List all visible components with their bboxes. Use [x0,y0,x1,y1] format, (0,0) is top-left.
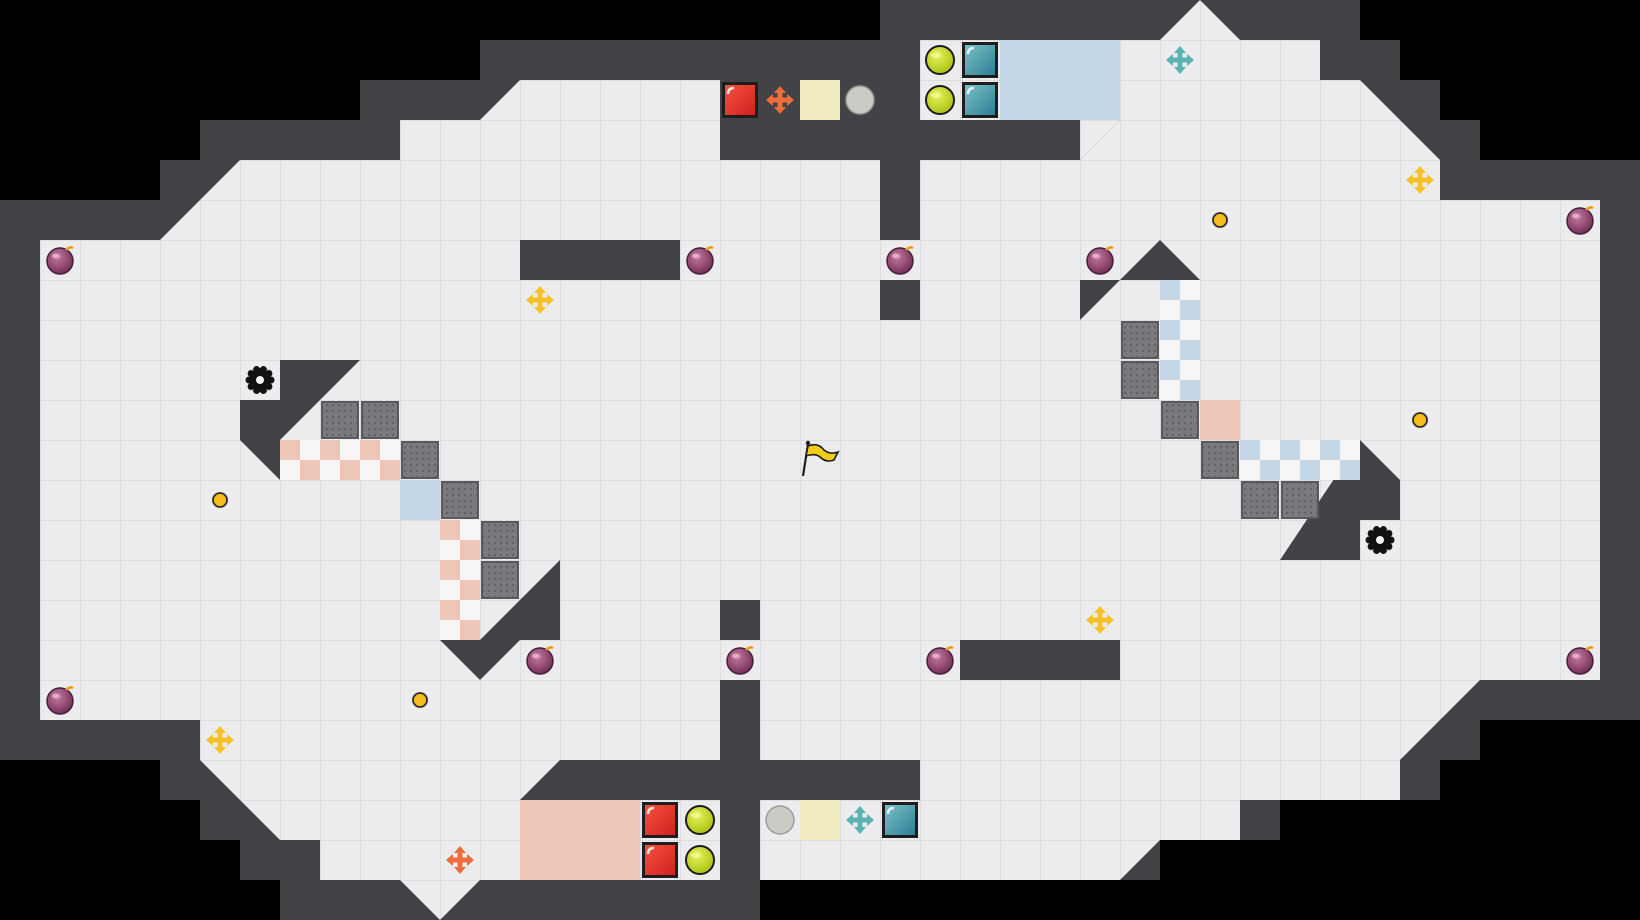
coin-icon[interactable] [212,492,228,508]
bomb-icon [926,646,954,675]
bomb-icon [46,246,74,275]
checker-peach-tile [440,560,480,600]
bomb-icon [886,246,914,275]
checker-peach-tile [320,440,360,480]
checker-blue-tile [1240,440,1280,480]
sawblade-gear-icon [245,366,275,394]
metal-block [401,441,439,479]
metal-block [1161,401,1199,439]
peach-tile [520,800,560,840]
yellow-tile [800,800,840,840]
coin-icon[interactable] [1212,212,1228,228]
checker-peach-tile [440,600,480,640]
yellow-tile [800,80,840,120]
grey-disc-icon [845,85,875,115]
peach-tile [560,800,600,840]
metal-block [1281,481,1319,519]
peach-tile [600,800,640,840]
coin-icon[interactable] [1412,412,1428,428]
bomb-icon [726,646,754,675]
checker-blue-tile [1280,440,1320,480]
metal-block [1121,361,1159,399]
blue-tile [1000,80,1040,120]
grey-disc-icon [765,805,795,835]
metal-block [1241,481,1279,519]
bomb-icon [1086,246,1114,275]
round-switch-icon[interactable] [925,45,955,75]
bomb-icon [686,246,714,275]
teal-push-block-icon[interactable] [962,82,998,118]
bomb-icon [526,646,554,675]
blue-tile [1040,40,1080,80]
four-way-arrow-icon[interactable] [1086,606,1114,634]
round-switch-icon[interactable] [685,805,715,835]
checker-peach-tile [360,440,400,480]
coin-icon[interactable] [412,692,428,708]
metal-block [441,481,479,519]
goal-flag-icon[interactable] [801,440,840,477]
peach-tile [560,840,600,880]
round-switch-icon[interactable] [925,85,955,115]
checker-peach-tile [440,520,480,560]
checker-blue-tile [1160,320,1200,360]
metal-block [481,521,519,559]
four-way-arrow-icon[interactable] [206,726,234,754]
four-way-arrow-icon[interactable] [766,86,794,114]
bomb-icon [1566,646,1594,675]
peach-tile [1200,400,1240,440]
inner-walls [240,0,1400,880]
checker-blue-tile [1320,440,1360,480]
blue-tile [1040,80,1080,120]
metal-block [481,561,519,599]
four-way-arrow-icon[interactable] [846,806,874,834]
round-switch-icon[interactable] [685,845,715,875]
red-push-block-icon[interactable] [722,82,758,118]
metal-block [1121,321,1159,359]
metal-block [361,401,399,439]
four-way-arrow-icon[interactable] [446,846,474,874]
teal-push-block-icon[interactable] [962,42,998,78]
floor-tiles [280,40,1360,880]
metal-block [1201,441,1239,479]
blue-tile [1080,40,1120,80]
four-way-arrow-icon[interactable] [1406,166,1434,194]
bomb-icon [1566,206,1594,235]
blue-tile [400,480,440,520]
checker-blue-tile [1160,280,1200,320]
teal-push-block-icon[interactable] [882,802,918,838]
four-way-arrow-icon[interactable] [526,286,554,314]
red-push-block-icon[interactable] [642,842,678,878]
sawblade-gear-icon [1365,526,1395,554]
blue-tile [1000,40,1040,80]
checker-blue-tile [1160,360,1200,400]
bomb-icon [46,686,74,715]
peach-tile [520,840,560,880]
four-way-arrow-icon[interactable] [1166,46,1194,74]
blue-tile [1080,80,1120,120]
metal-block [321,401,359,439]
peach-tile [600,840,640,880]
checker-peach-tile [280,440,320,480]
game-items[interactable] [46,42,1594,878]
red-push-block-icon[interactable] [642,802,678,838]
